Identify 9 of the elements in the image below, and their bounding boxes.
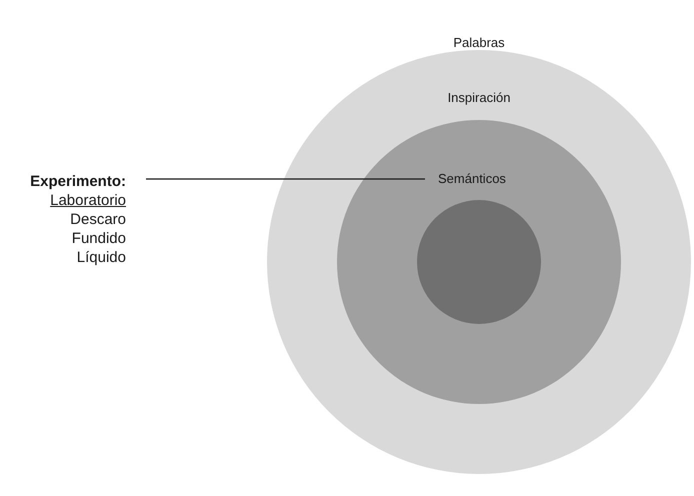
list-heading: Experimento:: [30, 172, 126, 191]
region-label: Inspiración: [446, 90, 512, 105]
list-item: Líquido: [76, 248, 126, 267]
diagram-title: Palabras: [452, 35, 506, 50]
list-item: Laboratorio: [50, 191, 126, 210]
list-item: Fundido: [72, 229, 126, 248]
region-label: Semánticos: [438, 171, 506, 186]
leader-line: [146, 178, 425, 180]
list-item: Descaro: [70, 210, 126, 229]
